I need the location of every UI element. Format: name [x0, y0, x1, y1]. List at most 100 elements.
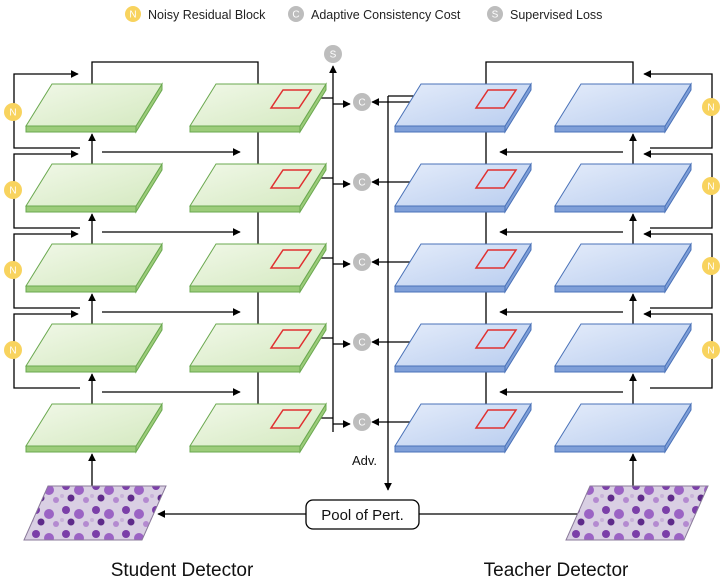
roi-box-icon: [474, 409, 518, 429]
plate-top: [25, 403, 163, 447]
noisy-block-badge: [4, 341, 22, 359]
student-layer-right: [189, 242, 327, 294]
roi-box-icon: [269, 329, 313, 349]
student-layer-left: [25, 242, 163, 294]
student-layer-right: [189, 402, 327, 454]
top-loop-arrow: [91, 61, 262, 101]
teacher-layer-left: [394, 82, 532, 134]
supervised-loss-badge-text: S: [330, 50, 337, 61]
teacher-noisy-block-badge: [702, 98, 720, 116]
plate-top: [554, 403, 692, 447]
roi-box-icon: [269, 249, 313, 269]
student-layer-left: [25, 162, 163, 214]
plate-top: [394, 163, 532, 207]
plate-front-edge: [394, 205, 506, 213]
consistency-cost-badge: [353, 413, 371, 431]
plate-top: [394, 243, 532, 287]
plate-top: [554, 83, 692, 127]
teacher-layer-left: [394, 242, 532, 294]
plate-top: [189, 323, 327, 367]
teacher-noisy-block-badge-text: N: [707, 182, 714, 193]
plates: [25, 82, 692, 454]
plate-front-edge: [394, 365, 506, 373]
plate-front-edge: [554, 125, 666, 133]
consistency-cost-badge-text: C: [358, 258, 365, 269]
teacher-layer-left: [394, 162, 532, 214]
consistency-cost-badge-text: C: [358, 98, 365, 109]
plate-front-edge: [189, 365, 301, 373]
plate-top: [25, 323, 163, 367]
teacher-top-loop-arrow: [482, 61, 634, 101]
noisy-legend-badge-text: N: [129, 10, 136, 21]
noisy-block-badge-text: N: [9, 346, 16, 357]
plate-front-edge: [554, 445, 666, 453]
roi-box-icon: [474, 249, 518, 269]
roi-box-icon: [474, 169, 518, 189]
consistency-cost-badge-text: C: [358, 178, 365, 189]
student-layer-right: [189, 82, 327, 134]
noisy-block-badge: [4, 103, 22, 121]
noisy-legend-badge: [125, 6, 141, 22]
noisy-block-badge: [4, 181, 22, 199]
plate-top: [25, 163, 163, 207]
legend: N Noisy Residual Block C Adaptive Consis…: [125, 6, 602, 22]
adv-label: Adv.: [352, 453, 377, 468]
teacher-layer-right: [554, 82, 692, 134]
teacher-layer-left: [394, 402, 532, 454]
student-layer-right: [189, 322, 327, 374]
teacher-noisy-block-badge: [702, 177, 720, 195]
plate-front-edge: [25, 205, 137, 213]
plate-front-edge: [25, 285, 137, 293]
plate-top: [189, 83, 327, 127]
plate-front-edge: [189, 205, 301, 213]
consistency-legend-label: Adaptive Consistency Cost: [311, 8, 461, 22]
consistency-cost-badge: [353, 93, 371, 111]
supervised-legend-badge: [487, 6, 503, 22]
teacher-noisy-block-badge: [702, 257, 720, 275]
pool-of-perturbations-box: [305, 499, 420, 530]
student-input-image: [23, 485, 167, 541]
noisy-legend-label: Noisy Residual Block: [148, 8, 266, 22]
teacher-layer-right: [554, 322, 692, 374]
roi-box-icon: [474, 89, 518, 109]
plate-front-edge: [189, 125, 301, 133]
consistency-cost-badge-text: C: [358, 338, 365, 349]
roi-box-icon: [474, 329, 518, 349]
roi-box-icon: [269, 169, 313, 189]
noisy-block-badge-text: N: [9, 266, 16, 277]
student-layer-right: [189, 162, 327, 214]
plate-front-edge: [394, 285, 506, 293]
pool-of-perturbations-label: Pool of Pert.: [321, 507, 404, 524]
student-layer-left: [25, 82, 163, 134]
student-layer-left: [25, 322, 163, 374]
plate-top: [394, 83, 532, 127]
plate-top: [189, 403, 327, 447]
consistency-legend-badge-text: C: [292, 10, 299, 21]
plate-top: [554, 163, 692, 207]
plate-top: [554, 323, 692, 367]
plate-front-edge: [25, 365, 137, 373]
consistency-cost-badge: [353, 333, 371, 351]
teacher-layer-left: [394, 322, 532, 374]
consistency-cost-badge: [353, 173, 371, 191]
teacher-layer-right: [554, 162, 692, 214]
plate-top: [554, 243, 692, 287]
roi-box-icon: [269, 89, 313, 109]
student-layer-left: [25, 402, 163, 454]
teacher-noisy-block-badge-text: N: [707, 262, 714, 273]
roi-box-icon: [269, 409, 313, 429]
supervised-legend-label: Supervised Loss: [510, 8, 602, 22]
teacher-detector-title: Teacher Detector: [484, 560, 629, 581]
plate-front-edge: [554, 365, 666, 373]
plate-top: [189, 163, 327, 207]
plate-front-edge: [25, 445, 137, 453]
consistency-cost-badge-text: C: [358, 418, 365, 429]
teacher-noisy-block-badge: [702, 341, 720, 359]
student-detector-title: Student Detector: [111, 560, 254, 581]
plate-front-edge: [554, 205, 666, 213]
plate-front-edge: [189, 445, 301, 453]
noisy-block-badge-text: N: [9, 108, 16, 119]
plate-front-edge: [554, 285, 666, 293]
